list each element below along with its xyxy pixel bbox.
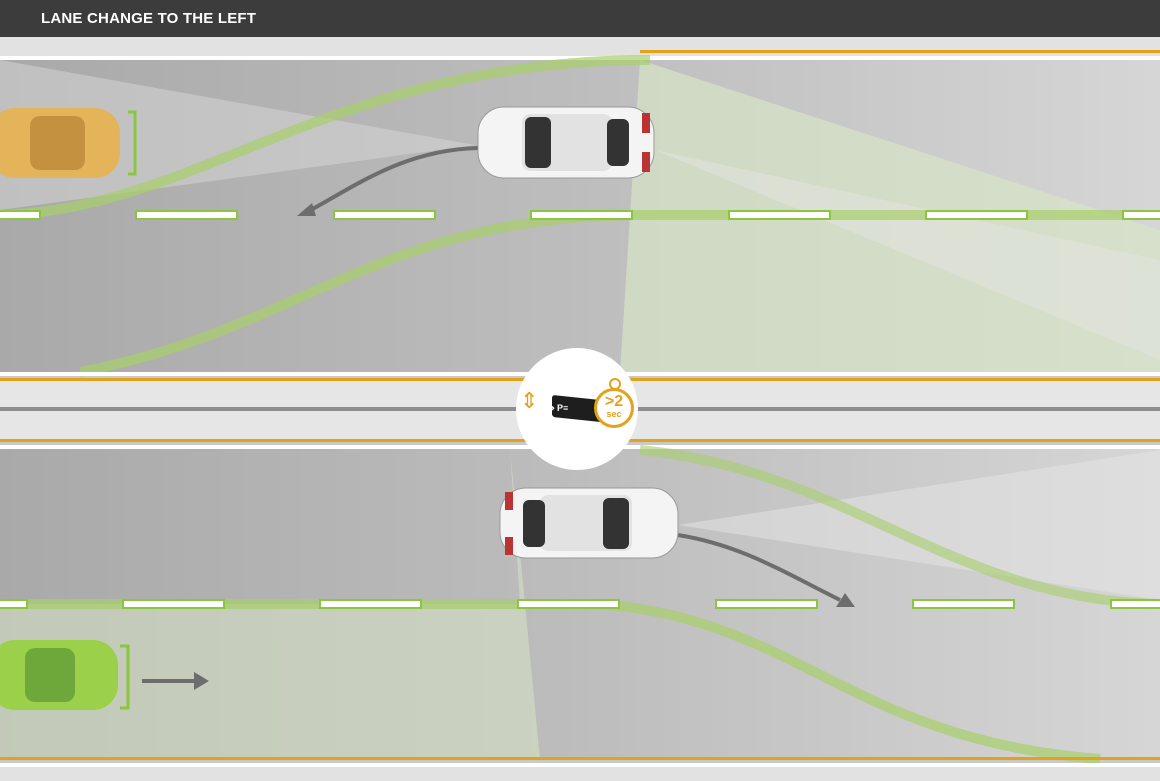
top-shoulder [0, 37, 1160, 57]
car-yellow [0, 108, 137, 178]
sensor-beam [655, 150, 1160, 360]
orange-edge-line [640, 50, 1160, 53]
stalk-symbols: ⇔⇒ P≡ [538, 403, 569, 413]
timer-value: >2 [604, 393, 624, 410]
stopwatch-icon: >2 sec [594, 388, 634, 428]
rotate-arrows-icon: ⇕ [520, 388, 539, 413]
car-ego-top [477, 106, 655, 179]
timer-unit: sec [606, 409, 622, 419]
car-ego-bottom [499, 487, 679, 559]
direction-arrow [304, 146, 479, 215]
lane-dashes-top [0, 210, 1160, 220]
lane-dashes-bottom [0, 599, 1160, 609]
header-bar: LANE CHANGE TO THE LEFT [0, 0, 1160, 37]
lane-highlight [0, 599, 1101, 764]
direction-arrow [677, 533, 841, 602]
sensor-beam [678, 450, 1160, 600]
trajectory [639, 445, 1160, 609]
sensor-beam [0, 60, 475, 210]
turn-signal-hold-badge: ⇕ ⇔⇒ P≡ >2 sec [516, 348, 638, 470]
page-title: LANE CHANGE TO THE LEFT [41, 10, 257, 27]
trajectory [0, 55, 651, 220]
car-green [0, 640, 209, 710]
